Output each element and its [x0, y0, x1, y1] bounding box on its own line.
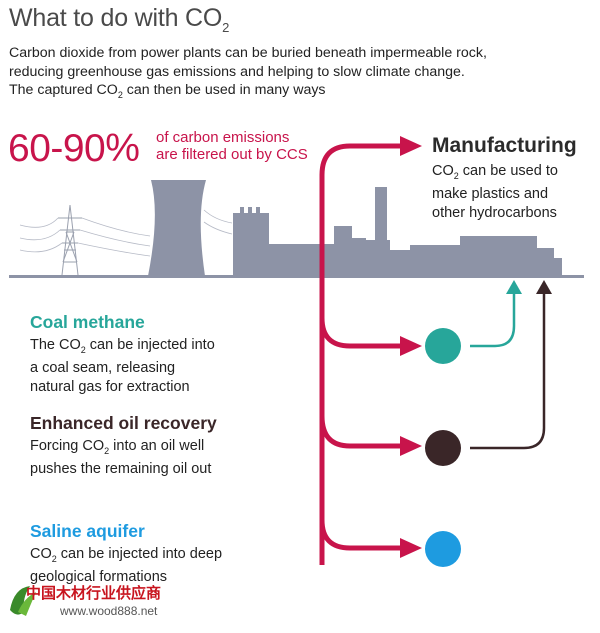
pylon-icon [58, 204, 82, 276]
brown-return-arrow [470, 292, 546, 450]
saline-dot [425, 531, 461, 567]
co2-flow-arrows [319, 143, 402, 565]
cooling-tower [148, 180, 206, 276]
saline-desc: CO2 can be injected into deep geological… [30, 546, 223, 586]
arrowheads-red [400, 136, 422, 558]
oil-recovery-title: Enhanced oil recovery [30, 413, 217, 433]
coal-methane-desc: The CO2 can be injected into a coal seam… [30, 337, 215, 395]
stat-label: of carbon emissions are filtered out by … [156, 129, 308, 163]
page-title: What to do with CO2 [9, 4, 230, 35]
manufacturing-title: Manufacturing [432, 134, 577, 157]
manufacturing-desc: CO2 can be used to make plastics and oth… [432, 163, 558, 221]
coal-methane-dot [425, 328, 461, 364]
watermark-url: www.wood888.net [60, 604, 158, 618]
leaf-logo-icon [10, 586, 36, 616]
factory-skyline [233, 187, 562, 277]
oil-recovery-dot [425, 430, 461, 466]
coal-methane-title: Coal methane [30, 312, 145, 332]
watermark-cn: 中国木材行业供应商 [26, 585, 162, 602]
oil-recovery-desc: Forcing CO2 into an oil well pushes the … [30, 438, 212, 478]
teal-return-arrow [470, 292, 516, 348]
stat-value: 60-90% [8, 127, 140, 170]
ground-line [9, 275, 584, 278]
saline-title: Saline aquifer [30, 521, 145, 541]
intro-text: Carbon dioxide from power plants can be … [9, 45, 487, 100]
power-lines [19, 209, 233, 257]
